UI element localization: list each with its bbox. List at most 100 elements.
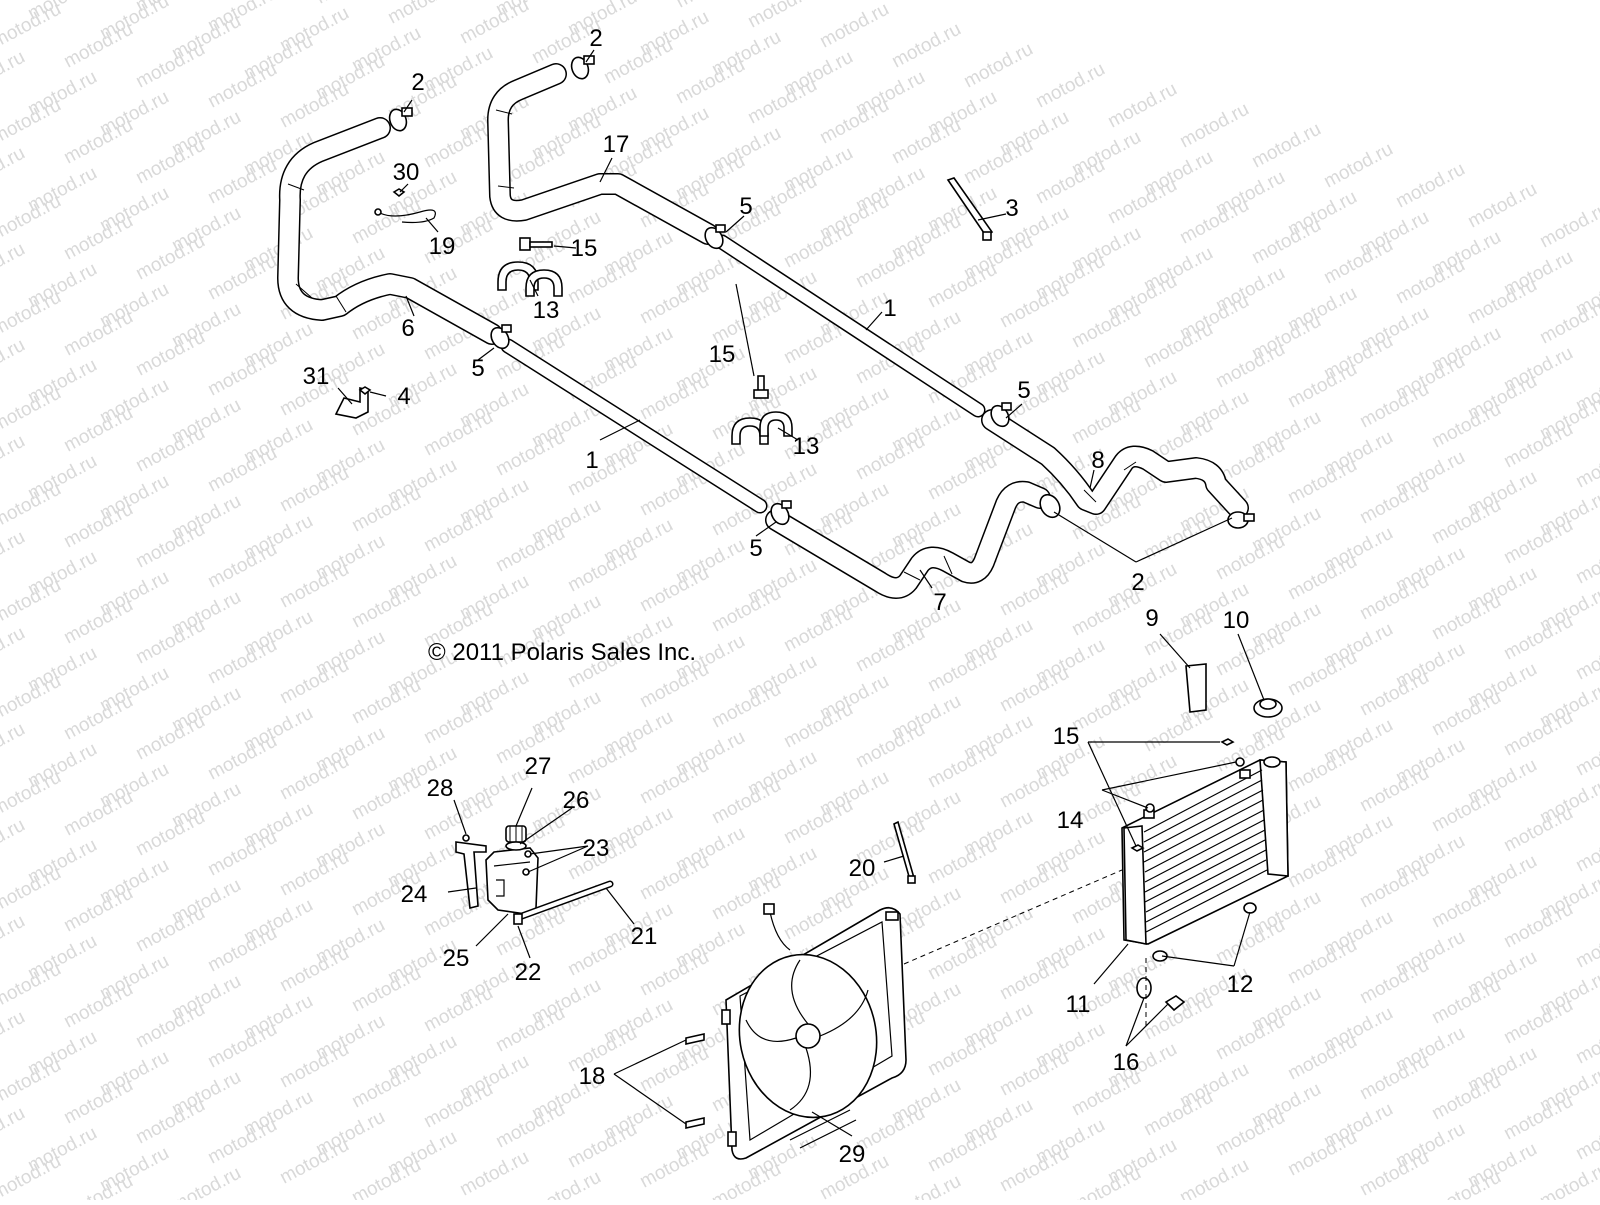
callout-26: 26	[563, 787, 590, 814]
callout-10: 10	[1223, 607, 1250, 634]
watermark-text: motod.ru	[1572, 439, 1600, 493]
watermark-text: motod.ru	[1176, 1155, 1252, 1200]
radiator-cap-10	[1253, 698, 1283, 718]
copyright-notice: © 2011 Polaris Sales Inc.	[428, 639, 696, 666]
vent-tube-21	[518, 880, 614, 920]
watermark-text: motod.ru	[1176, 99, 1252, 153]
bolt-15-middle	[753, 375, 769, 399]
callout-18: 18	[579, 1063, 606, 1090]
watermark-text: motod.ru	[1572, 631, 1600, 685]
callout-5-lower: 5	[749, 535, 762, 562]
clamp-5-b	[490, 324, 512, 350]
callout-8: 8	[1091, 447, 1104, 474]
wire-tie-19	[374, 208, 436, 224]
watermark-text: motod.ru	[0, 527, 29, 581]
watermark-text: motod.ru	[528, 1167, 604, 1200]
callout-5-right: 5	[1017, 377, 1030, 404]
screw-18	[685, 1033, 705, 1129]
callout-16: 16	[1113, 1049, 1140, 1076]
hose-7	[765, 480, 1051, 599]
bracket-24	[455, 841, 487, 909]
callout-3: 3	[1005, 195, 1018, 222]
watermark-text: motod.ru	[1572, 823, 1600, 877]
callout-12: 12	[1227, 971, 1254, 998]
watermark-text: motod.ru	[1248, 119, 1324, 173]
watermark-text: motod.ru	[0, 0, 29, 4]
clamp-2-right-b	[1227, 511, 1255, 529]
watermark-text: motod.ru	[1392, 159, 1468, 213]
clamp-2-left	[388, 107, 413, 132]
callout-29: 29	[839, 1141, 866, 1168]
callout-5-upper: 5	[739, 193, 752, 220]
watermark-text: motod.ru	[1428, 1167, 1504, 1200]
watermark-text: motod.ru	[1320, 139, 1396, 193]
watermark-text: motod.ru	[744, 0, 820, 32]
fan-wire	[763, 903, 791, 951]
clamp-2-right-a	[1039, 493, 1061, 519]
watermark-text: motod.ru	[168, 1163, 244, 1200]
watermark-text: motod.ru	[0, 719, 29, 773]
hose-17	[487, 63, 719, 245]
callout-11: 11	[1066, 991, 1091, 1018]
watermark-text: motod.ru	[0, 911, 29, 965]
watermark-text: motod.ru	[0, 1103, 29, 1157]
cable-tie-3	[946, 177, 994, 241]
watermark-text: motod.ru	[888, 19, 964, 73]
callout-2-top: 2	[589, 25, 602, 52]
watermark-text: motod.ru	[816, 0, 892, 52]
sleeve-9	[1185, 663, 1207, 713]
callout-15-upper: 15	[571, 235, 598, 262]
watermark-text: motod.ru	[0, 47, 29, 101]
callout-19: 19	[429, 233, 456, 260]
nut-4	[358, 386, 372, 396]
callout-13-lower: 13	[793, 433, 820, 460]
watermark-text: motod.ru	[0, 335, 29, 389]
watermark-text: motod.ru	[1536, 199, 1600, 253]
callout-25: 25	[443, 945, 470, 972]
hose-8	[981, 409, 1249, 519]
clamp-5-d	[770, 500, 792, 526]
radiator-11	[1121, 756, 1289, 945]
watermark-text: motod.ru	[1536, 1159, 1600, 1200]
watermark-text: motod.ru	[1572, 1015, 1600, 1069]
fan-to-radiator-guide	[903, 869, 1123, 965]
o-ring-26	[505, 841, 527, 851]
watermark-text: motod.ru	[1572, 535, 1600, 589]
bracket-13-lower	[731, 411, 793, 445]
watermark-text: motod.ru	[888, 1171, 964, 1200]
watermark-text: motod.ru	[0, 143, 29, 197]
cable-tie-20	[893, 820, 916, 884]
callout-9: 9	[1145, 605, 1158, 632]
reservoir-bottle-25	[485, 847, 539, 915]
callout-1-lower: 1	[585, 447, 598, 474]
callout-labels: 1 1 2 2 2 3 4 5 5 5 5 6 7 8 9 10 11 12 1…	[303, 25, 1254, 1168]
watermark-text: motod.ru	[0, 1007, 29, 1061]
callout-31: 31	[303, 363, 330, 390]
fan-blades	[738, 953, 878, 1119]
fitting-22	[513, 913, 523, 925]
watermark-text: motod.ru	[384, 0, 460, 28]
callout-1-upper: 1	[883, 295, 896, 322]
sensor-16	[1136, 977, 1186, 1012]
grommet-12	[1152, 902, 1257, 962]
watermark-text: motod.ru	[0, 431, 29, 485]
callout-15-middle: 15	[709, 341, 736, 368]
callout-22: 22	[515, 959, 542, 986]
watermark-text: motod.ru	[0, 623, 29, 677]
callout-23: 23	[583, 835, 610, 862]
callout-5-left: 5	[471, 355, 484, 382]
callout-7: 7	[933, 589, 946, 616]
callout-24: 24	[401, 881, 428, 908]
callout-27: 27	[525, 753, 552, 780]
watermark-text: motod.ru	[312, 0, 388, 8]
callout-2-left: 2	[411, 69, 424, 96]
callout-14: 14	[1057, 807, 1084, 834]
callout-13-upper: 13	[533, 297, 560, 324]
tube-1-upper	[714, 234, 986, 418]
watermark-text: motod.ru	[1464, 179, 1540, 233]
watermark-text: motod.ru	[1572, 727, 1600, 781]
callout-17: 17	[603, 131, 630, 158]
watermark-text: motod.ru	[960, 39, 1036, 93]
